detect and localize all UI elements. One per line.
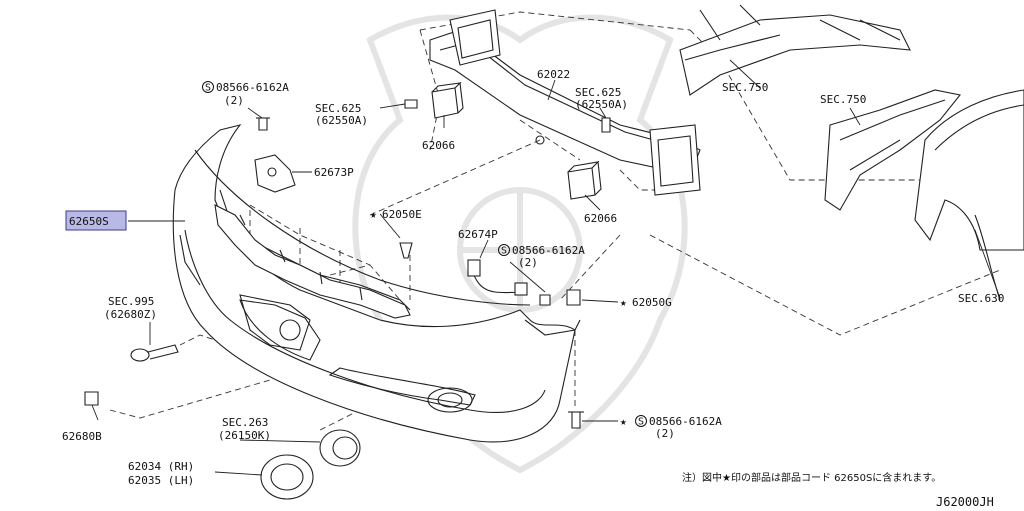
label-sec630: SEC.630 xyxy=(958,292,1004,305)
s-mark-icon xyxy=(635,415,647,427)
label-62035: 62035 (LH) xyxy=(128,474,194,487)
label-62650S: 62650S xyxy=(69,215,109,228)
bumper-bar-62022 xyxy=(429,9,701,196)
energy-absorber-62066-right xyxy=(567,160,602,200)
footnote: 注）図中★印の部品は部品コード 62650Sに含まれます。 xyxy=(682,471,941,484)
label-62066-a: 62066 xyxy=(422,139,455,152)
label-62066-b: 62066 xyxy=(584,212,617,225)
label-sec750-a: SEC.750 xyxy=(722,81,768,94)
s-mark-icon xyxy=(498,244,510,256)
label-08566-c: 08566-6162A xyxy=(649,415,722,428)
label-62050G: 62050G xyxy=(632,296,672,309)
s-mark-icon xyxy=(202,81,214,93)
label-08566-b-qty: (2) xyxy=(518,256,538,269)
side-member-sec750-upper xyxy=(679,4,911,96)
label-sec625-a-sub: (62550A) xyxy=(315,114,368,127)
bracket-62673P xyxy=(254,154,296,193)
label-62680B: 62680B xyxy=(62,430,102,443)
s-mark-glyph: S xyxy=(638,417,644,428)
harness-62674P xyxy=(467,259,528,296)
label-sec995-sub: (62680Z) xyxy=(104,308,157,321)
label-08566-a-qty: (2) xyxy=(224,94,244,107)
label-sec625-b-sub: (62550A) xyxy=(575,98,628,111)
fog-lamp-bezel xyxy=(260,454,314,500)
label-sec625-b: SEC.625 xyxy=(575,86,621,99)
diagram-code: J62000JH xyxy=(936,495,994,509)
label-62034: 62034 (RH) xyxy=(128,460,194,473)
callout-labels: 62650S S 08566-6162A (2) SEC.625 (62550A… xyxy=(62,68,1004,509)
side-member-sec750-lower xyxy=(824,89,961,211)
energy-absorber-62066-left xyxy=(431,81,464,119)
fog-lamp xyxy=(319,429,361,467)
label-62050E: 62050E xyxy=(382,208,422,221)
label-sec263-sub: (26150K) xyxy=(218,429,271,442)
label-62673P: 62673P xyxy=(314,166,354,179)
label-08566-a: 08566-6162A xyxy=(216,81,289,94)
label-sec263: SEC.263 xyxy=(222,416,268,429)
fasteners xyxy=(84,99,611,429)
s-mark-glyph: S xyxy=(205,83,211,94)
tow-hook xyxy=(130,344,179,362)
front-bumper-fascia xyxy=(172,124,581,443)
star-62050G: ★ xyxy=(620,296,627,309)
star-08566-c: ★ xyxy=(620,415,627,428)
label-sec995: SEC.995 xyxy=(108,295,154,308)
s-mark-glyph: S xyxy=(501,246,507,257)
star-62050E: ★ xyxy=(370,208,377,221)
label-sec750-b: SEC.750 xyxy=(820,93,866,106)
label-08566-b: 08566-6162A xyxy=(512,244,585,257)
label-62674P: 62674P xyxy=(458,228,498,241)
leader-lines xyxy=(91,59,1001,476)
highlight-62650S xyxy=(65,210,127,231)
label-62022: 62022 xyxy=(537,68,570,81)
label-sec625-a: SEC.625 xyxy=(315,102,361,115)
label-08566-c-qty: (2) xyxy=(655,427,675,440)
reinforcement-bracket xyxy=(214,204,411,319)
